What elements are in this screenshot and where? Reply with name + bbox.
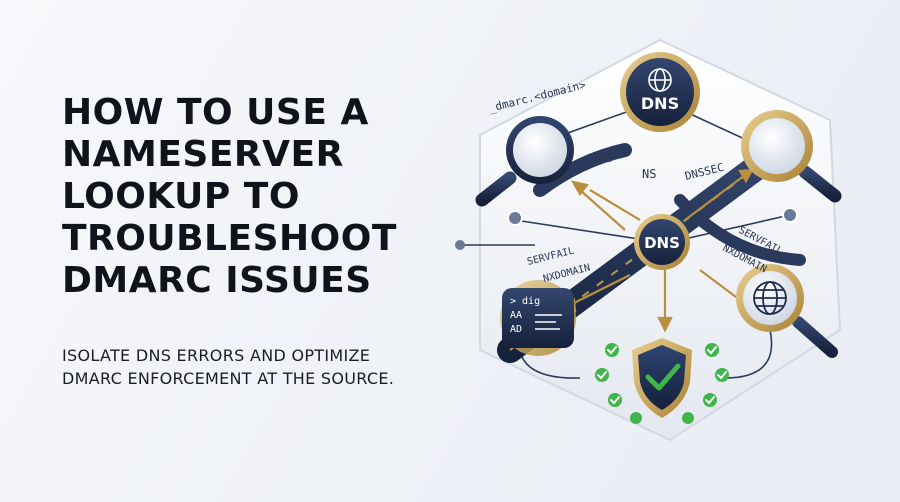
terminal-line-1: > dig — [510, 296, 540, 307]
terminal-line-2: AA — [510, 310, 522, 321]
subhead-line-2: DMARC ENFORCEMENT AT THE SOURCE. — [62, 369, 395, 388]
globe-icon — [648, 68, 672, 92]
headline-line-3: LOOKUP TO — [62, 176, 300, 217]
globe-magnifier — [736, 264, 838, 358]
dns-globe-top: DNS — [620, 52, 700, 132]
globe-icon — [753, 281, 787, 315]
shield-check-icon — [632, 338, 692, 418]
dns-top-label: DNS — [641, 94, 679, 113]
check-icon — [595, 343, 729, 424]
terminal-line-3: AD — [510, 324, 522, 335]
node-dots — [455, 207, 798, 250]
hero-text: HOW TO USE A NAMESERVER LOOKUP TO TROUBL… — [62, 92, 482, 390]
headline-line-2: NAMESERVER — [62, 134, 344, 175]
subhead: ISOLATE DNS ERRORS AND OPTIMIZE DMARC EN… — [62, 344, 482, 390]
dns-center-node: DNS — [634, 214, 690, 270]
headline-line-1: HOW TO USE A — [62, 92, 369, 133]
dns-illustration: DNS DNS > dig AA AD — [455, 38, 842, 442]
headline-line-4: TROUBLESHOOT — [62, 218, 397, 259]
magnifier-icon — [741, 110, 842, 203]
ns-label: NS — [642, 167, 656, 181]
magnifier-icon — [475, 116, 574, 207]
dns-center-label: DNS — [644, 234, 680, 252]
headline-line-5: DMARC ISSUES — [62, 260, 372, 301]
upper-pipe — [533, 143, 632, 197]
terminal-icon: > dig AA AD — [500, 280, 576, 356]
headline: HOW TO USE A NAMESERVER LOOKUP TO TROUBL… — [62, 92, 482, 302]
subhead-line-1: ISOLATE DNS ERRORS AND OPTIMIZE — [62, 346, 371, 365]
txt-label: TXT — [592, 151, 614, 165]
